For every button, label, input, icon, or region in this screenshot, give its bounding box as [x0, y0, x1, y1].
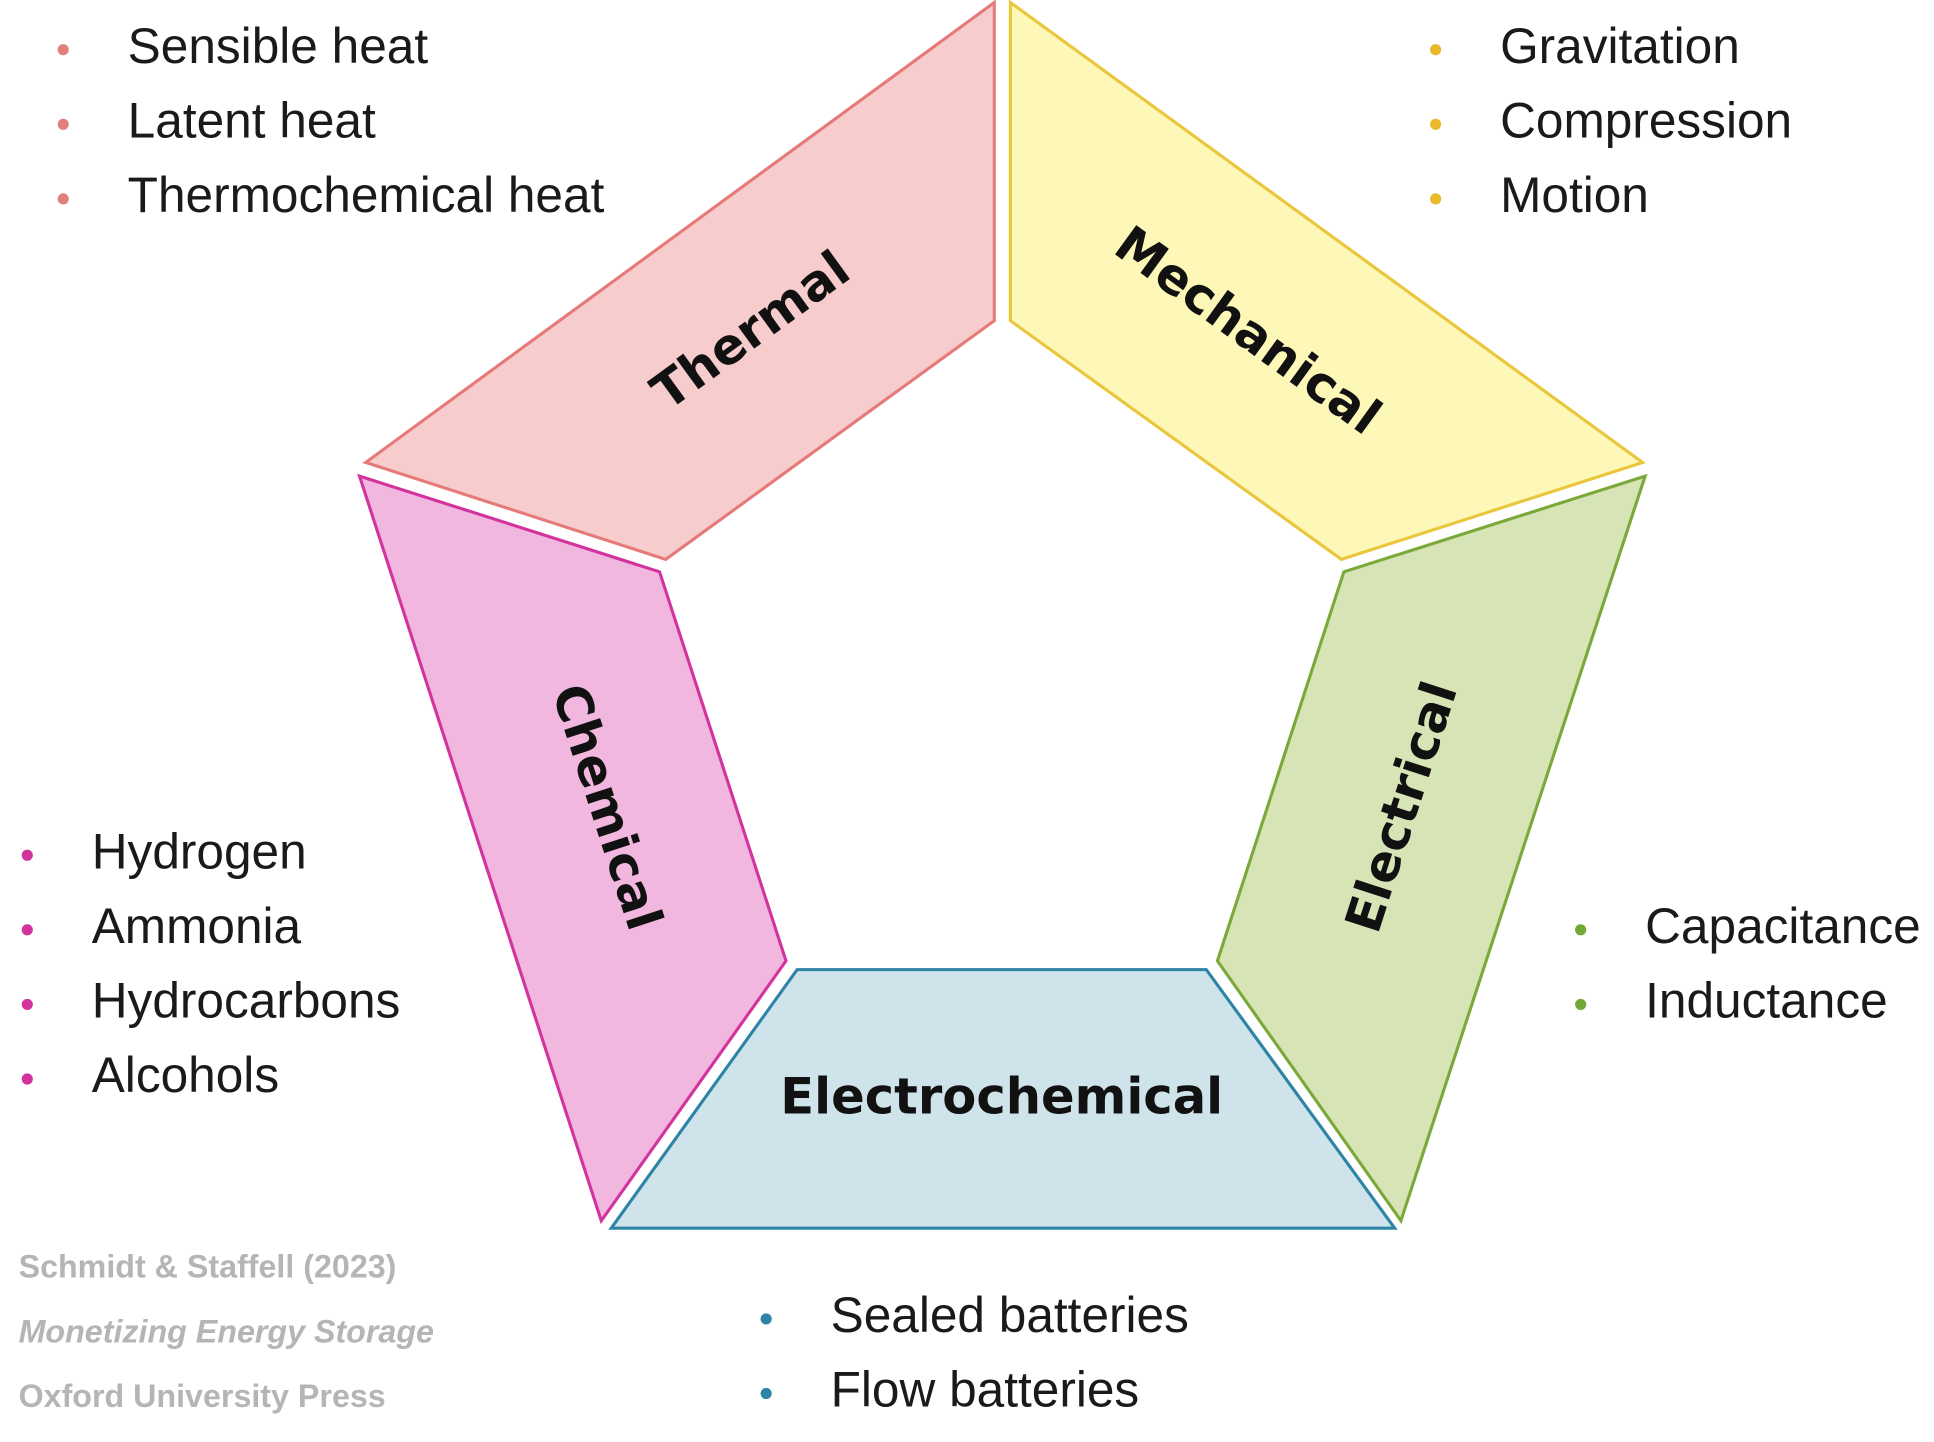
- list-item: Sensible heat: [128, 18, 429, 74]
- bullet-icon: [21, 924, 33, 936]
- bullet-icon: [1575, 924, 1587, 936]
- thermal-list: Sensible heat Latent heat Thermochemical…: [57, 18, 605, 223]
- bullet-icon: [760, 1313, 772, 1325]
- list-item: Sealed batteries: [831, 1287, 1189, 1343]
- electrical-segment: [1215, 473, 1648, 1225]
- list-item: Motion: [1500, 167, 1649, 223]
- bullet-icon: [760, 1387, 772, 1400]
- electrochemical-label: Electrochemical: [780, 1068, 1223, 1126]
- chemical-list: Hydrogen Ammonia Hydrocarbons Alcohols: [21, 823, 401, 1103]
- bullet-icon: [57, 44, 69, 56]
- bullet-icon: [57, 118, 69, 130]
- bullet-icon: [21, 998, 33, 1011]
- electrical-list: Capacitance Inductance: [1575, 898, 1921, 1029]
- bullet-icon: [1430, 118, 1442, 130]
- thermal-segment: [362, 0, 996, 562]
- mechanical-list: Gravitation Compression Motion: [1430, 18, 1792, 223]
- citation-book: Monetizing Energy Storage: [19, 1313, 434, 1349]
- electrochemical-list: Sealed batteries Flow batteries: [760, 1287, 1189, 1418]
- list-item: Latent heat: [128, 92, 376, 148]
- list-item: Alcohols: [92, 1047, 279, 1103]
- bullet-icon: [21, 849, 33, 861]
- list-item: Hydrocarbons: [92, 972, 401, 1028]
- mechanical-segment: [1008, 0, 1647, 562]
- list-item: Ammonia: [92, 898, 302, 954]
- list-item: Hydrogen: [92, 823, 307, 879]
- list-item: Inductance: [1645, 972, 1888, 1028]
- list-item: Flow batteries: [831, 1362, 1140, 1418]
- citation-authors: Schmidt & Staffell (2023): [19, 1249, 397, 1285]
- electrochemical-segment: [608, 968, 1398, 1230]
- citation-publisher: Oxford University Press: [19, 1378, 386, 1414]
- chemical-segment: [357, 473, 788, 1225]
- bullet-icon: [1430, 193, 1442, 205]
- bullet-icon: [1430, 44, 1442, 56]
- bullet-icon: [21, 1073, 33, 1085]
- list-item: Capacitance: [1645, 898, 1921, 954]
- list-item: Compression: [1500, 92, 1792, 148]
- list-item: Gravitation: [1500, 18, 1740, 74]
- bullet-icon: [1575, 998, 1587, 1011]
- list-item: Thermochemical heat: [128, 167, 605, 223]
- bullet-icon: [57, 193, 69, 205]
